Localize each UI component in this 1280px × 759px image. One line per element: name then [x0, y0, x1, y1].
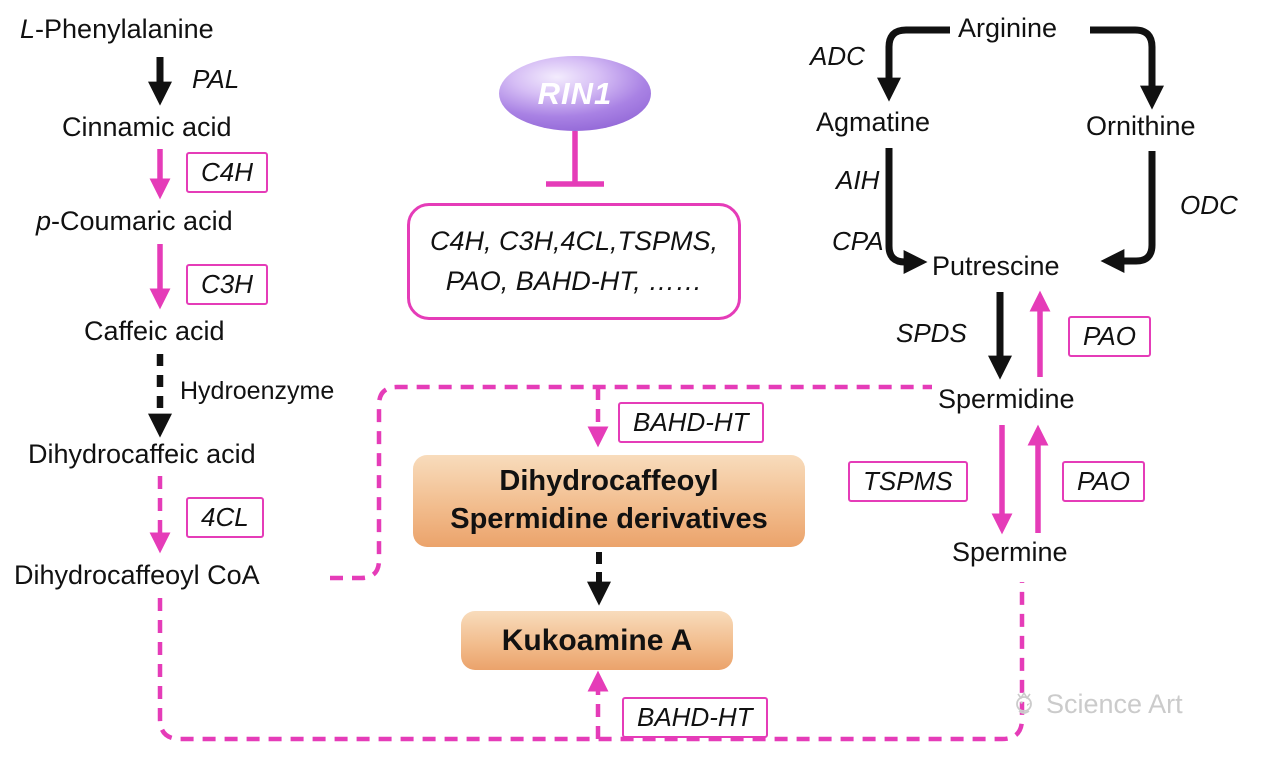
enzyme-box-c3h: C3H: [186, 264, 269, 305]
watermark: Science Art: [1008, 688, 1183, 720]
metabolite-agmatine: Agmatine: [816, 107, 931, 137]
metabolite-putrescine: Putrescine: [932, 251, 1060, 281]
product-box-kukoamine-a: Kukoamine A: [461, 611, 733, 670]
science-art-logo: [1016, 691, 1032, 714]
enzyme-box-c4h: C4H: [186, 152, 269, 193]
enzyme-adc: ADC: [810, 41, 865, 71]
enzyme-hydroenzyme: Hydroenzyme: [180, 377, 335, 405]
kukoamine-label: Kukoamine A: [501, 623, 693, 657]
derivatives-line2: Spermidine derivatives: [450, 503, 768, 535]
metabolite-dihydrocaffeoyl-coa: Dihydrocaffeoyl CoA: [14, 560, 260, 590]
enzyme-box-pao-upper: PAO: [1068, 316, 1151, 357]
coumaric-rest: -Coumaric acid: [51, 206, 233, 236]
arginine-ornithine-arrow: [1090, 26, 1164, 110]
repressed-genes-box: C4H, C3H,4CL,TSPMS, PAO, BAHD-HT, ……: [407, 203, 741, 320]
phenylalanine-prefix: L: [20, 14, 36, 44]
enzyme-aih: AIH: [836, 165, 880, 195]
repressed-genes-line1: C4H, C3H,4CL,TSPMS,: [429, 226, 719, 257]
enzyme-box-4cl: 4CL: [186, 497, 264, 538]
derivatives-line1: Dihydrocaffeoyl: [499, 465, 719, 498]
metabolite-phenylalanine: L-Phenylalanine: [20, 14, 214, 45]
phenylalanine-rest: -Phenylalanine: [35, 14, 214, 44]
enzyme-box-tspms: TSPMS: [848, 461, 968, 502]
metabolite-spermine: Spermine: [952, 537, 1068, 567]
metabolite-spermidine: Spermidine: [938, 384, 1075, 414]
metabolite-dihydrocaffeic-acid: Dihydrocaffeic acid: [28, 439, 256, 469]
enzyme-box-pao-lower: PAO: [1062, 461, 1145, 502]
coumaric-prefix: p: [36, 206, 52, 236]
metabolite-p-coumaric-acid: p-Coumaric acid: [36, 206, 233, 237]
rin1-regulator-ellipse: RIN1: [499, 56, 651, 131]
bottom-loop-connector: [157, 582, 1025, 742]
repressed-genes-line2: PAO, BAHD-HT, ……: [445, 265, 703, 296]
odc-arrow: [1100, 151, 1156, 273]
metabolite-caffeic-acid: Caffeic acid: [84, 316, 225, 346]
coa-spermidine-connector: [330, 384, 932, 581]
enzyme-pal: PAL: [192, 64, 240, 94]
metabolite-cinnamic-acid: Cinnamic acid: [62, 112, 232, 142]
rin1-label: RIN1: [537, 75, 613, 111]
metabolite-ornithine: Ornithine: [1086, 111, 1196, 141]
enzyme-cpa: CPA: [832, 226, 884, 256]
metabolite-arginine: Arginine: [958, 13, 1058, 43]
enzyme-odc: ODC: [1180, 190, 1238, 220]
adc-arrow: [877, 26, 950, 102]
enzyme-box-bahdht-bottom: BAHD-HT: [622, 697, 768, 738]
agmatine-putrescine-arrow: [885, 148, 928, 274]
enzyme-box-bahdht-top: BAHD-HT: [618, 402, 764, 443]
product-box-dihydrocaffeoyl-spermidine: Dihydrocaffeoyl Spermidine derivatives: [413, 455, 805, 547]
watermark-text: Science Art: [1046, 688, 1183, 719]
enzyme-spds: SPDS: [896, 318, 967, 348]
